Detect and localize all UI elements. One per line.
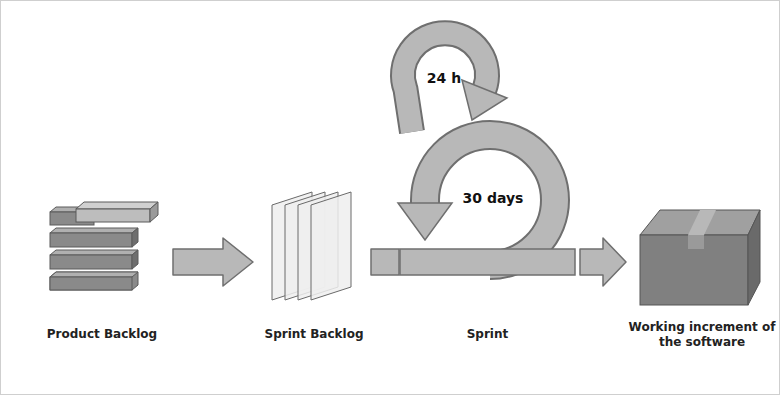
block-arrow xyxy=(371,249,399,275)
cycle-label: 24 h xyxy=(427,70,461,86)
block-arrow xyxy=(173,238,253,286)
node-caption: Product Backlog xyxy=(33,327,171,342)
backlog-sheets xyxy=(272,192,351,300)
node-caption: Sprint Backlog xyxy=(255,327,373,342)
daily-loop xyxy=(403,33,507,132)
cycle-label: 30 days xyxy=(463,190,524,206)
flow-node: Product Backlog xyxy=(33,190,171,342)
flow-node: Sprint Backlog xyxy=(255,185,373,342)
node-caption: Sprint xyxy=(397,327,578,342)
block-arrow xyxy=(580,238,626,286)
backlog-stack xyxy=(50,202,158,290)
increment-box xyxy=(640,210,760,305)
flow-node: Sprint xyxy=(397,15,578,342)
flow-node: Working increment of the software xyxy=(628,200,776,350)
node-caption: Working increment of the software xyxy=(628,320,776,350)
sprint-loop xyxy=(398,135,575,275)
